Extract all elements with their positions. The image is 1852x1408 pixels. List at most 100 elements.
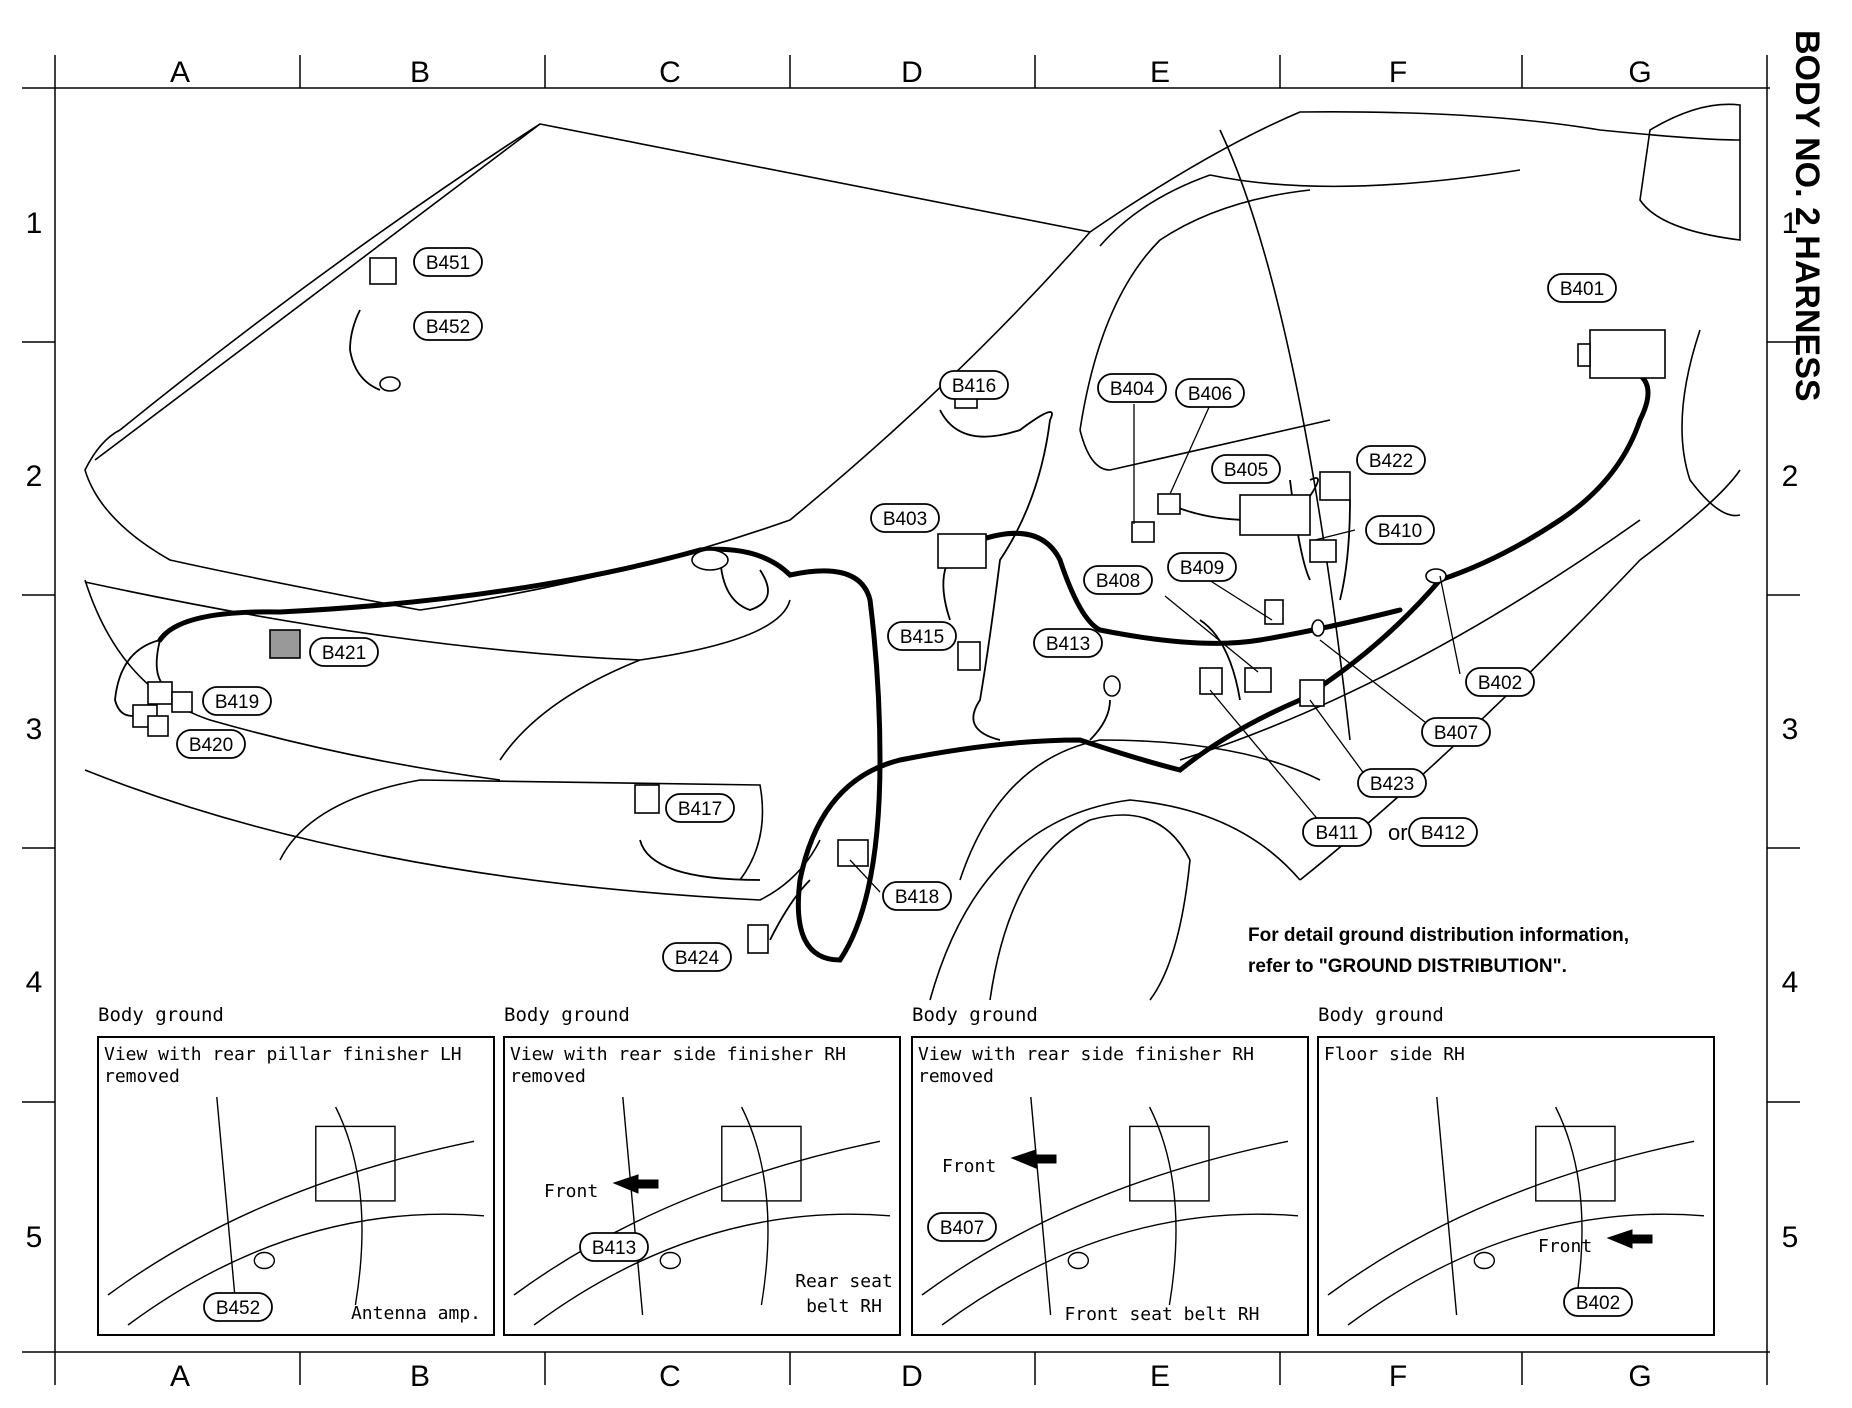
inset-label-front: Front xyxy=(544,1181,598,1202)
callout-label: B421 xyxy=(322,643,366,664)
callout-b407: B407 xyxy=(1421,717,1491,747)
callout-bubble xyxy=(1097,373,1167,403)
callout-bubble xyxy=(1083,565,1153,595)
inset-heading: Body ground xyxy=(504,1004,630,1026)
front-arrow-icon xyxy=(1010,1149,1057,1169)
inset-callout-b402: B402 xyxy=(1563,1287,1633,1317)
callout-label: B423 xyxy=(1370,774,1414,795)
callout-bubble xyxy=(202,686,272,716)
inset-view-line-2: removed xyxy=(918,1066,994,1087)
callout-bubble xyxy=(662,942,732,972)
callout-b405: B405 xyxy=(1211,454,1281,484)
inset-view-line-1: View with rear side finisher RH xyxy=(918,1044,1254,1065)
callout-b416: B416 xyxy=(939,370,1009,400)
callout-b410: B410 xyxy=(1365,515,1435,545)
inset-view-line-2: removed xyxy=(104,1066,180,1087)
callout-label: B451 xyxy=(426,253,470,274)
callout-label: B413 xyxy=(1046,634,1090,655)
or-text: or xyxy=(1388,820,1408,845)
callout-label: B412 xyxy=(1421,823,1465,844)
inset-label-part: Antenna amp. xyxy=(351,1303,481,1324)
callout-leaders xyxy=(849,404,1461,893)
inset-view-line-2: removed xyxy=(510,1066,586,1087)
row-label-5-right: 5 xyxy=(1782,1221,1799,1254)
connector-callouts: B401B402B403B404B405B406B407B408B409B410… xyxy=(176,247,1617,972)
callout-bubble xyxy=(887,621,957,651)
column-label-a-top: A xyxy=(170,56,190,89)
row-label-3-right: 3 xyxy=(1782,713,1799,746)
callout-bubble xyxy=(1033,628,1103,658)
callout-label: B411 xyxy=(1316,823,1359,844)
callout-label: B401 xyxy=(1560,279,1604,300)
callout-label: B410 xyxy=(1378,521,1422,542)
callout-b401: B401 xyxy=(1547,273,1617,303)
callout-bubble xyxy=(1365,515,1435,545)
branch-wires xyxy=(114,309,1351,941)
row-label-1-right: 1 xyxy=(1782,207,1799,240)
column-label-b-top: B xyxy=(410,56,430,89)
callout-b421: B421 xyxy=(309,637,379,667)
callout-b415: B415 xyxy=(887,621,957,651)
callout-b402: B402 xyxy=(1465,667,1535,697)
callout-bubble xyxy=(413,311,483,341)
callout-b451: B451 xyxy=(413,247,483,277)
inset-callout-label: B402 xyxy=(1576,1293,1620,1314)
inset-heading: Body ground xyxy=(98,1004,224,1026)
callout-bubble xyxy=(1547,273,1617,303)
callout-label: B422 xyxy=(1369,451,1413,472)
callout-label: B452 xyxy=(426,317,470,338)
inset-callout-label: B413 xyxy=(592,1238,636,1259)
callout-b423: B423 xyxy=(1357,768,1427,798)
inset-heading: Body ground xyxy=(1318,1004,1444,1026)
callout-b419: B419 xyxy=(202,686,272,716)
callout-bubble xyxy=(939,370,1009,400)
inset-frame xyxy=(911,1036,1309,1336)
callout-label: B402 xyxy=(1478,673,1522,694)
callout-bubble xyxy=(1465,667,1535,697)
row-label-4-left: 4 xyxy=(26,966,43,999)
callout-bubble xyxy=(1302,817,1372,847)
callout-bubble xyxy=(1167,552,1237,582)
column-label-c-bottom: C xyxy=(659,1360,681,1393)
callout-bubble xyxy=(882,881,952,911)
inset-sketch xyxy=(107,1096,485,1326)
callout-b409: B409 xyxy=(1167,552,1237,582)
column-label-d-top: D xyxy=(901,56,923,89)
callout-label: B408 xyxy=(1096,571,1140,592)
inset-callout-b452: B452 xyxy=(203,1292,273,1322)
callout-label: B424 xyxy=(675,948,720,969)
inset-callout-label: B452 xyxy=(216,1298,260,1319)
inset-view-line-1: View with rear pillar finisher LH xyxy=(104,1044,462,1065)
callout-bubble xyxy=(1357,768,1427,798)
callout-label: B415 xyxy=(900,627,944,648)
column-label-g-top: G xyxy=(1628,56,1651,89)
column-label-e-bottom: E xyxy=(1150,1360,1170,1393)
column-label-f-bottom: F xyxy=(1389,1360,1407,1393)
note-line-1: For detail ground distribution informati… xyxy=(1248,925,1629,946)
callout-label: B404 xyxy=(1110,379,1155,400)
callout-b424: B424 xyxy=(662,942,732,972)
inset-label-part: Front seat belt RH xyxy=(1064,1304,1259,1325)
inset-label-front: Front xyxy=(942,1156,996,1177)
inset-frame xyxy=(1317,1036,1715,1336)
column-label-b-bottom: B xyxy=(410,1360,430,1393)
column-label-a-bottom: A xyxy=(170,1360,190,1393)
inset-callout-b407: B407 xyxy=(927,1212,997,1242)
row-label-1-left: 1 xyxy=(26,207,43,240)
inset-view-line-1: View with rear side finisher RH xyxy=(510,1044,846,1065)
inset-sketch xyxy=(921,1096,1299,1326)
callout-b408: B408 xyxy=(1083,565,1153,595)
inset-callout-label: B407 xyxy=(940,1218,984,1239)
callout-bubble xyxy=(413,247,483,277)
column-label-d-bottom: D xyxy=(901,1360,923,1393)
front-arrow-icon xyxy=(612,1174,659,1194)
callout-bubble xyxy=(1421,717,1491,747)
inset-frame xyxy=(97,1036,495,1336)
inset-label-part2: belt RH xyxy=(806,1296,882,1317)
inset-sketch xyxy=(1327,1096,1705,1326)
callout-bubble xyxy=(1211,454,1281,484)
inset-frame xyxy=(503,1036,901,1336)
